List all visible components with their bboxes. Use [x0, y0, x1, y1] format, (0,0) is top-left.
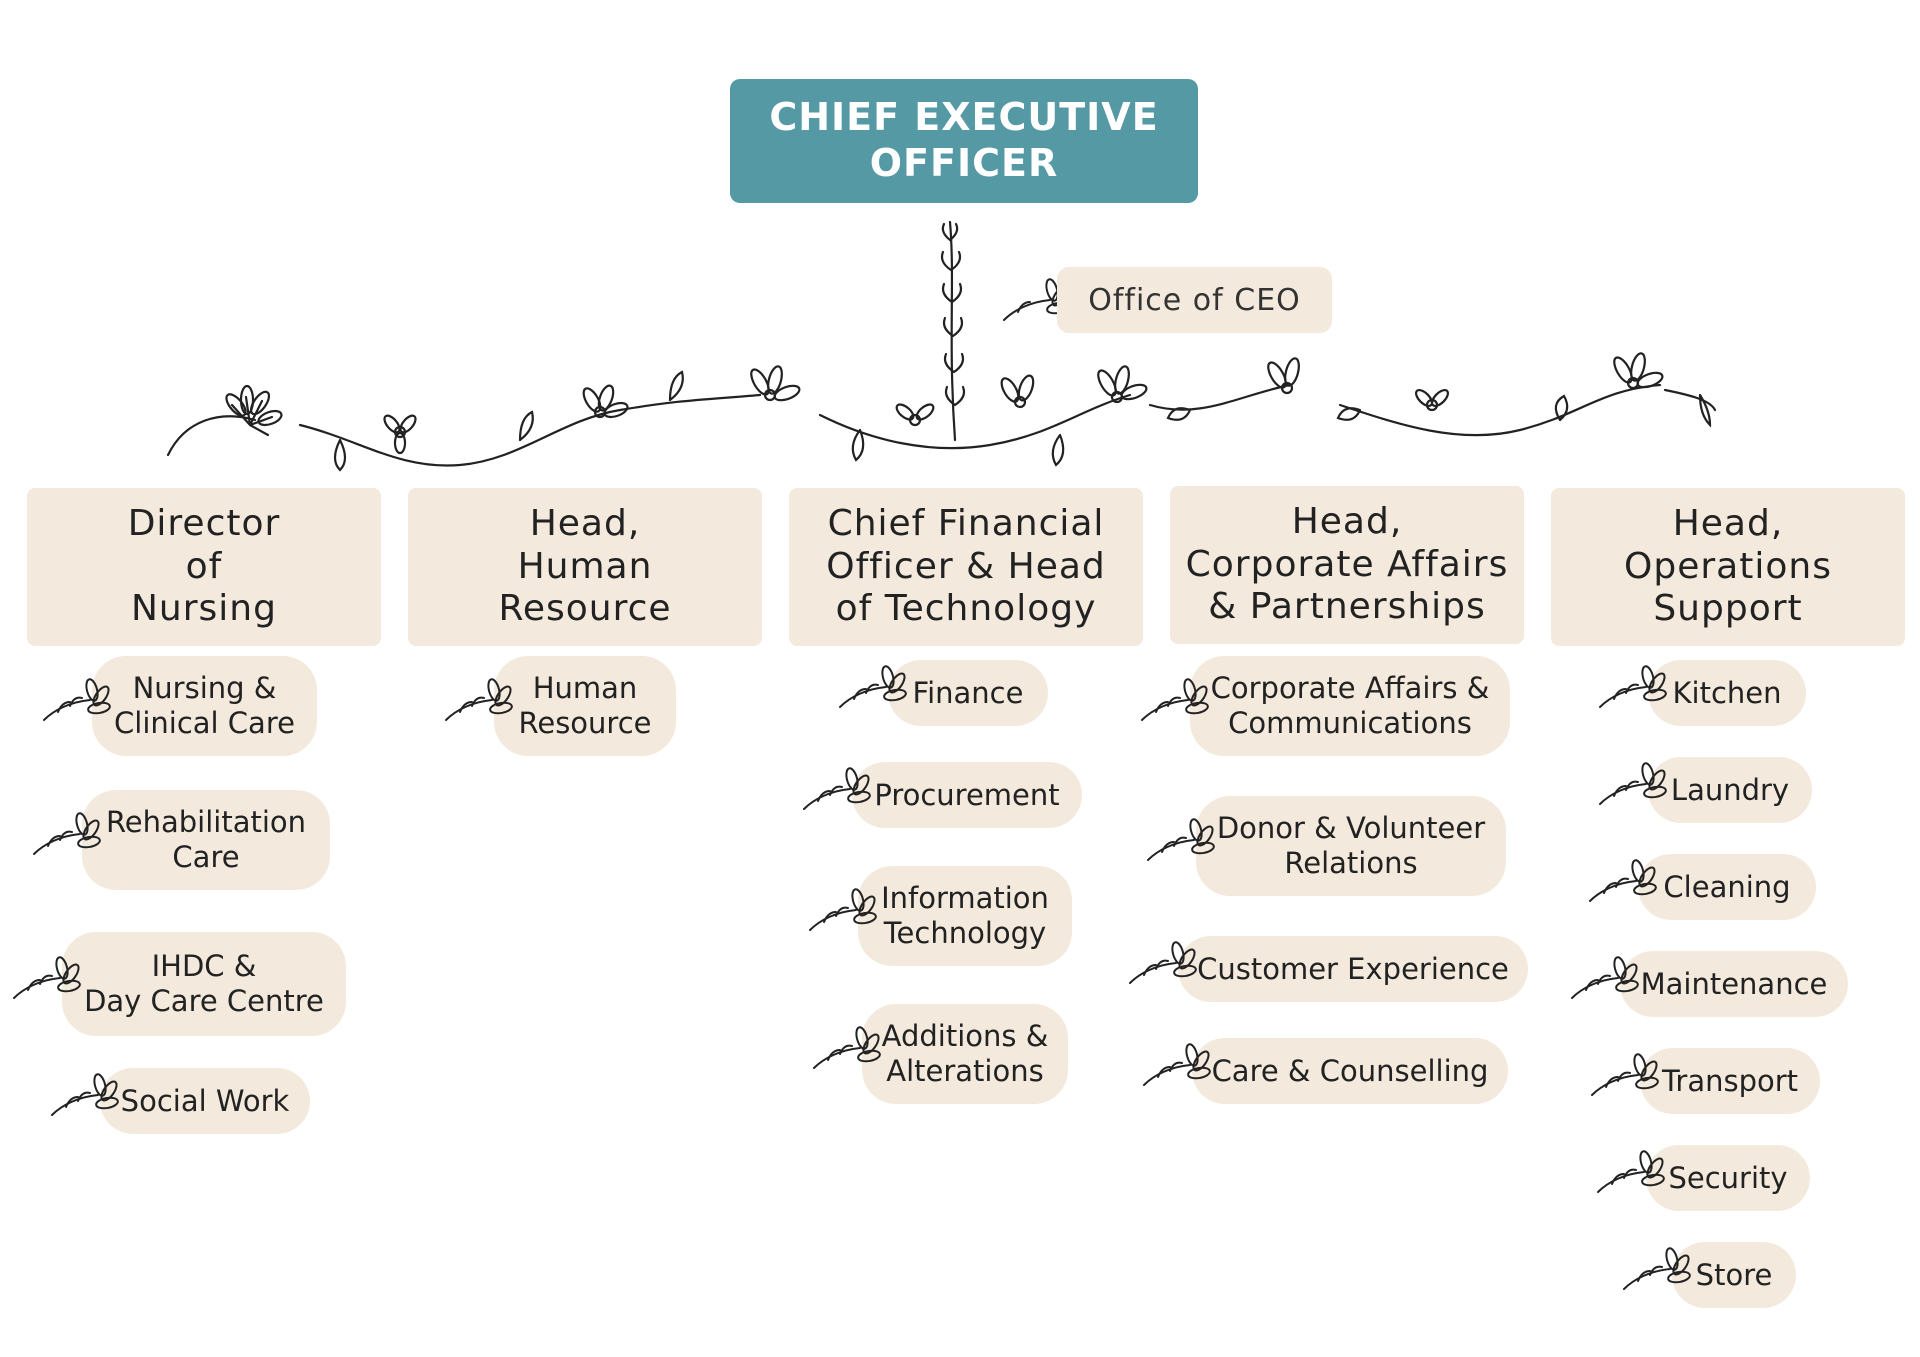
unit-social-work: Social Work: [100, 1068, 310, 1134]
flower-sprig-icon: [43, 678, 111, 721]
unit-donor-volunteer-relations: Donor & Volunteer Relations: [1196, 796, 1506, 896]
flower-sprig-icon: [839, 665, 907, 708]
flower-sprig-icon: [1623, 1247, 1691, 1290]
unit-laundry: Laundry: [1648, 757, 1812, 823]
flower-sprig-icon: [809, 888, 877, 931]
unit-additions-alterations: Additions & Alterations: [862, 1004, 1068, 1104]
flower-sprig-icon: [1597, 1150, 1665, 1193]
head-corporate-affairs: Head, Corporate Affairs & Partnerships: [1170, 486, 1524, 644]
unit-customer-experience: Customer Experience: [1178, 936, 1528, 1002]
flower-sprig-icon: [813, 1026, 881, 1069]
flower-sprig-icon: [51, 1073, 119, 1116]
leaf-buds: [333, 370, 1712, 472]
unit-human-resource: Human Resource: [494, 656, 676, 756]
flower-sprig-icon: [1599, 762, 1667, 805]
flower-sprig-icon: [1591, 1053, 1659, 1096]
unit-corporate-affairs-communications: Corporate Affairs & Communications: [1190, 656, 1510, 756]
unit-security: Security: [1646, 1145, 1810, 1211]
flower-sprig-icon: [1129, 941, 1197, 984]
unit-cleaning: Cleaning: [1638, 854, 1816, 920]
flower-sprig-icon: [1147, 818, 1215, 861]
unit-maintenance: Maintenance: [1620, 951, 1848, 1017]
head-operations-support: Head, Operations Support: [1551, 488, 1905, 646]
flower-sprig-icon: [1571, 956, 1639, 999]
head-cfo-technology: Chief Financial Officer & Head of Techno…: [789, 488, 1143, 646]
unit-transport: Transport: [1640, 1048, 1820, 1114]
unit-rehabilitation-care: Rehabilitation Care: [82, 790, 330, 890]
unit-kitchen: Kitchen: [1648, 660, 1806, 726]
head-director-of-nursing: Director of Nursing: [27, 488, 381, 646]
flower-sprig-icon: [1143, 1043, 1211, 1086]
flower-sprig-icon: [1599, 665, 1667, 708]
ceo-box: CHIEF EXECUTIVE OFFICER: [730, 79, 1198, 203]
unit-ihdc-day-care: IHDC & Day Care Centre: [62, 932, 346, 1036]
office-of-ceo-box: Office of CEO: [1057, 267, 1332, 333]
flower-sprig-icon: [445, 678, 513, 721]
unit-procurement: Procurement: [852, 762, 1082, 828]
flower-sprig-icon: [13, 956, 81, 999]
unit-information-technology: Information Technology: [858, 866, 1072, 966]
flower-sprig-icon: [1141, 678, 1209, 721]
unit-finance: Finance: [888, 660, 1048, 726]
flower-sprig-icon: [33, 812, 101, 855]
flower-sprig-icon: [1589, 859, 1657, 902]
unit-store: Store: [1672, 1242, 1796, 1308]
unit-nursing-clinical-care: Nursing & Clinical Care: [92, 656, 317, 756]
flower-sprig-icon: [803, 767, 871, 810]
head-human-resource: Head, Human Resource: [408, 488, 762, 646]
flowers: [225, 352, 1664, 455]
stem-leaves: [940, 222, 966, 407]
unit-care-counselling: Care & Counselling: [1192, 1038, 1508, 1104]
